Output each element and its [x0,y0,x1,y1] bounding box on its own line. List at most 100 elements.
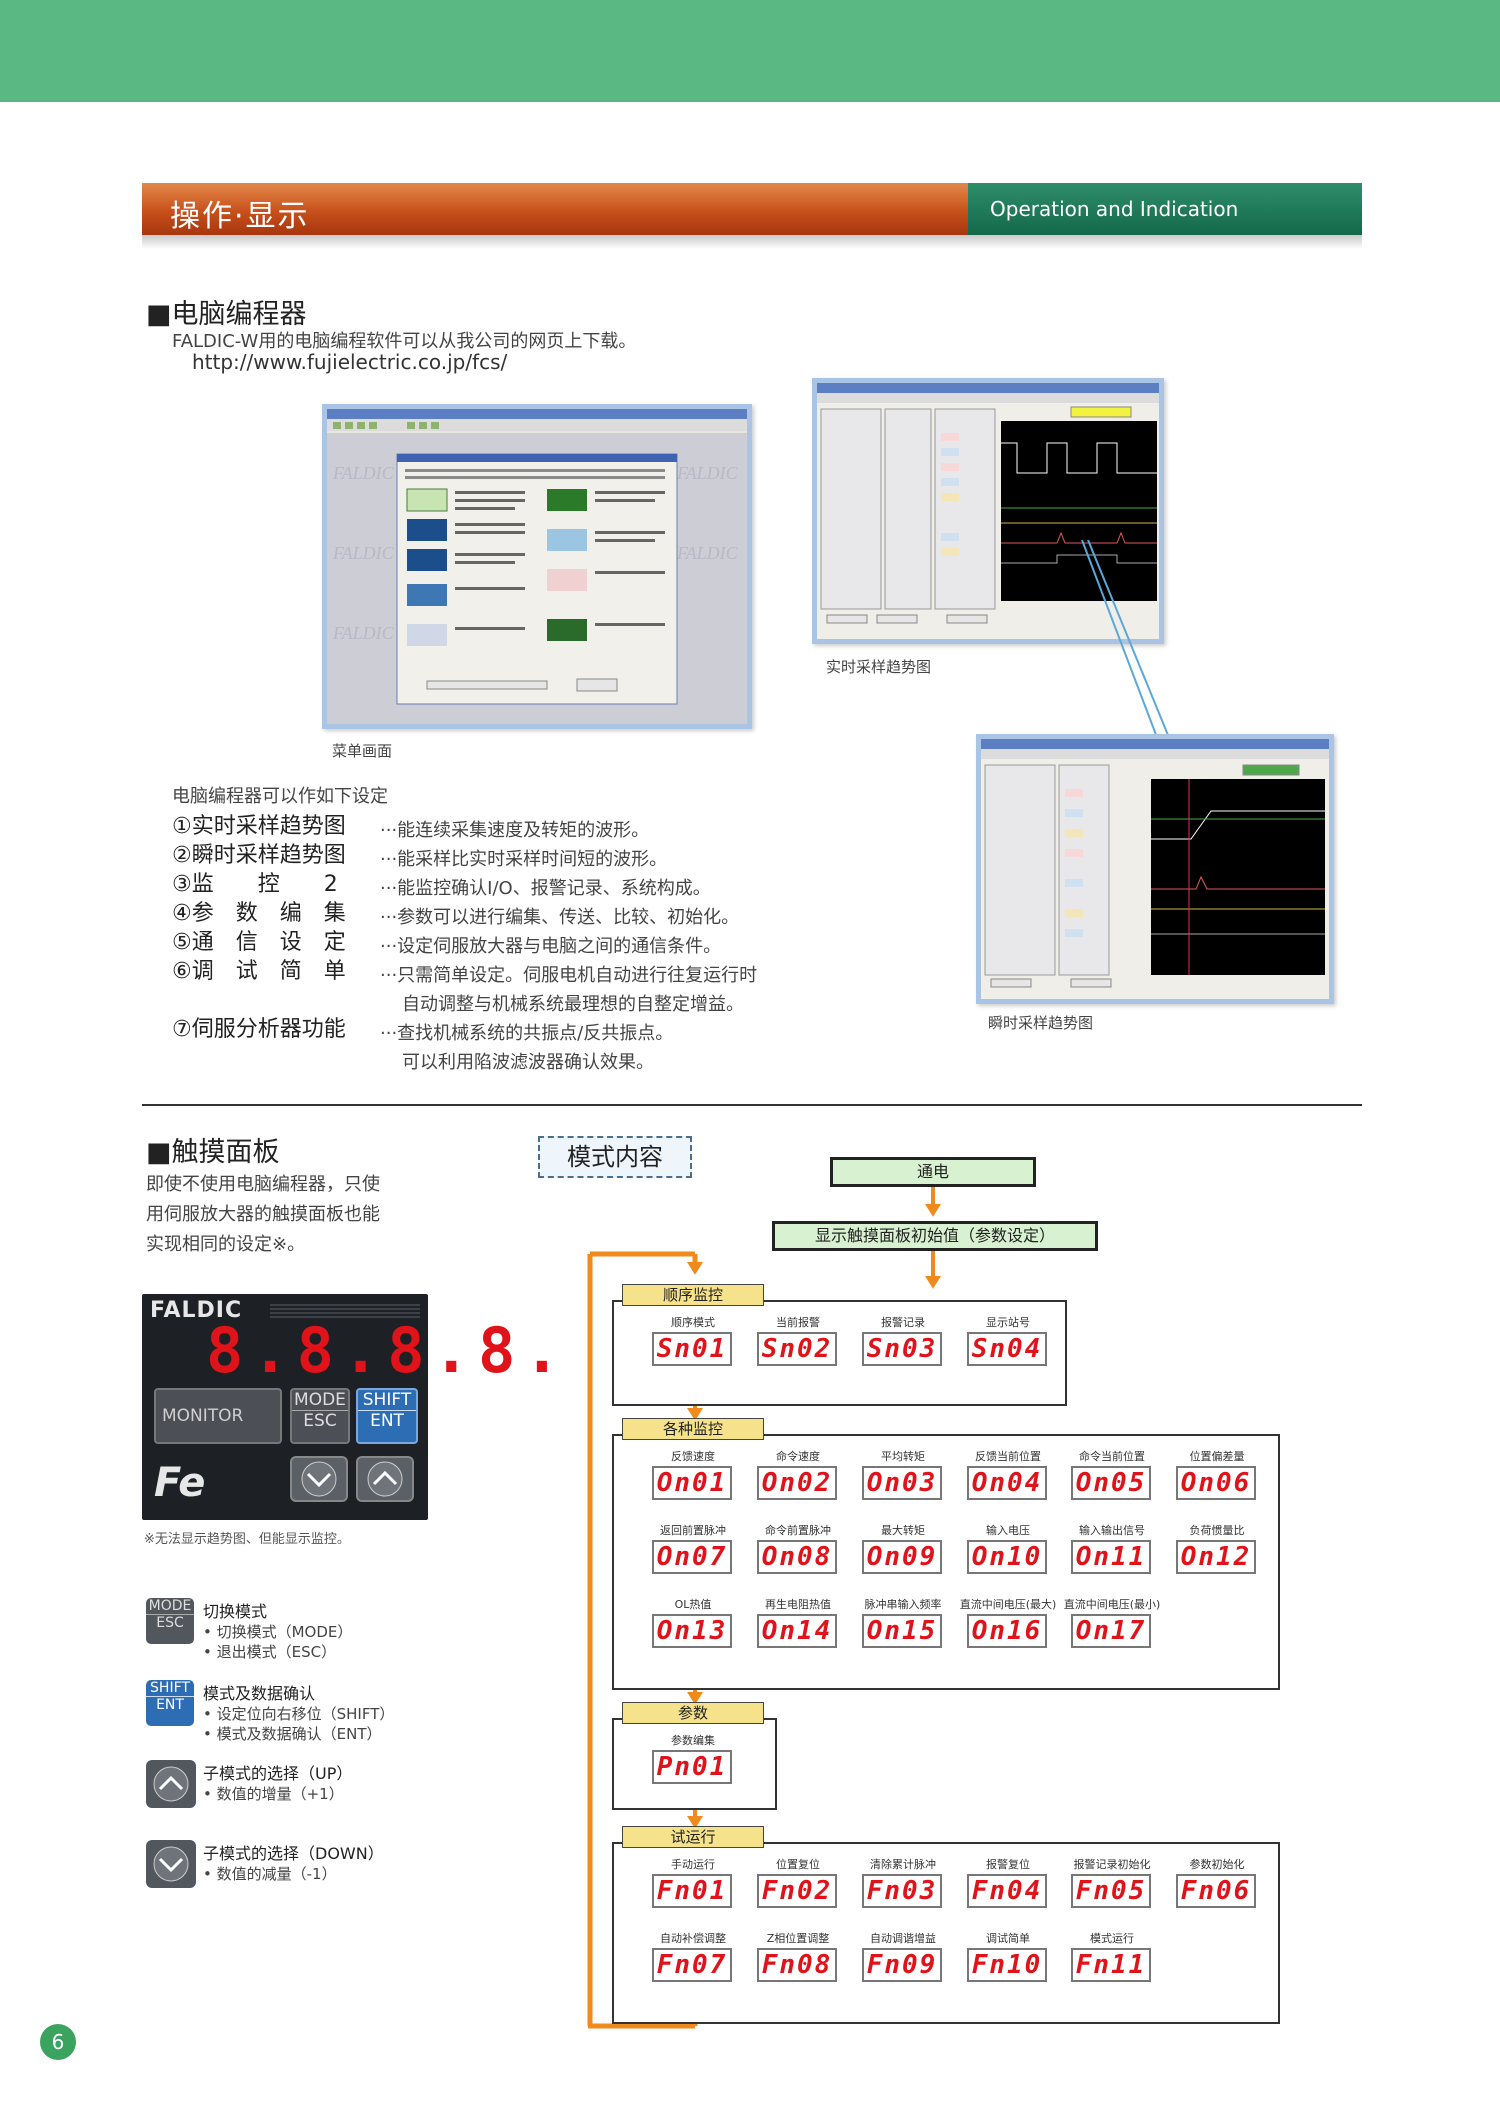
mode-caption: 参数编集 [671,1734,715,1747]
mode-caption: 参数初始化 [1189,1858,1245,1871]
realtime-trend-drawing [817,393,1159,639]
esc-key-label: ESC [146,1614,194,1631]
arrow-head-icon [687,1816,703,1829]
window-body [817,393,1159,639]
header-shadow [142,235,1362,249]
panel-brand: FALDIC [150,1298,243,1323]
mode-display: Sn04 [967,1332,1047,1366]
shift-label: SHIFT [362,1390,412,1410]
mode-display: Fn01 [652,1874,732,1908]
mode-group-tag: 参数 [622,1702,764,1724]
window-titlebar [817,383,1159,393]
mode-caption: 报警复位 [986,1858,1030,1871]
mode-group-tag: 试运行 [622,1826,764,1848]
feature-list: ①实时采样趋势图 ···能连续采集速度及转矩的波形。 ②瞬时采样趋势图 ···能采样比… [172,812,872,1073]
mode-display: On01 [652,1466,732,1500]
arrow-head-icon [734,1916,744,1928]
feature-intro: 电脑编程器可以作如下设定 [172,786,388,807]
feature-row: ⑥调 试 简 单···只需简单设定。伺服电机自动进行往复运行时 [172,957,872,986]
feature-name: ④参 数 编 集 [172,901,346,926]
mode-display: On04 [967,1466,1047,1500]
ent-key-label: ENT [146,1696,194,1713]
mode-caption: 报警记录 [881,1316,925,1329]
arrow-head-icon [687,1262,703,1275]
feature-desc: ···只需简单设定。伺服电机自动进行往复运行时 [380,965,758,986]
feature-name: ②瞬时采样趋势图 [172,843,346,868]
mode-caption: 自动调谐增益 [870,1932,936,1945]
fe-logo: Fe [154,1460,206,1506]
mode-esc-button[interactable]: MODE ESC [290,1388,350,1444]
mode-caption: 输入输出信号 [1079,1524,1145,1537]
arrow-head-icon [925,1276,941,1289]
feature-desc: ···查找机械系统的共振点/反共振点。 [380,1023,674,1044]
feature-desc: ···参数可以进行编集、传送、比较、初始化。 [380,907,740,928]
mode-display: On11 [1071,1540,1151,1574]
mode-display: On07 [652,1540,732,1574]
mode-display: On08 [757,1540,837,1574]
window-titlebar [327,409,747,419]
mode-caption: 平均转矩 [881,1450,925,1463]
mode-caption: 输入电压 [986,1524,1030,1537]
mode-caption: 脉冲串输入频率 [864,1598,942,1611]
mode-display: Sn02 [757,1332,837,1366]
mode-display: Fn04 [967,1874,1047,1908]
mode-display: Fn06 [1176,1874,1256,1908]
section-header: 操作·显示 Operation and Indication [142,183,1362,235]
caption-realtime: 实时采样趋势图 [826,658,932,676]
feature-row: ①实时采样趋势图 ···能连续采集速度及转矩的波形。 [172,812,872,841]
mode-key-label: MODE [148,1598,192,1614]
pc-programmer-title: ■电脑编程器 [146,299,307,330]
mode-display: On03 [862,1466,942,1500]
mode-display: On15 [862,1614,942,1648]
mode-content-label: 模式内容 [538,1136,692,1178]
feature-name: ①实时采样趋势图 [172,814,346,839]
mode-caption: 当前报警 [776,1316,820,1329]
feature-desc: ···能连续采集速度及转矩的波形。 [380,820,650,841]
mode-caption: 最大转矩 [881,1524,925,1537]
mode-group-box [612,1842,1280,2024]
feature-row: ②瞬时采样趋势图 ···能采样比实时采样时间短的波形。 [172,841,872,870]
mode-display: On14 [757,1614,837,1648]
feature-desc: ···能采样比实时采样时间短的波形。 [380,849,668,870]
down-button[interactable] [290,1456,348,1502]
mode-display: Fn02 [757,1874,837,1908]
mode-display: On05 [1071,1466,1151,1500]
touch-panel-title: ■触摸面板 [146,1137,280,1168]
arrow-head-icon [734,1656,744,1668]
mode-caption: Z相位置调整 [766,1932,830,1945]
up-button[interactable] [356,1456,414,1502]
shift-ent-button[interactable]: SHIFT ENT [356,1388,418,1444]
feature-desc: 自动调整与机械系统最理想的自整定增益。 [402,994,744,1015]
svg-text:FALDIC: FALDIC [676,463,739,483]
arrow-head-icon [687,1692,703,1705]
touch-panel-photo: FALDIC 8.8.8.8. MONITOR MODE ESC SHIFT E… [142,1294,561,1520]
header-title-en: Operation and Indication [990,197,1239,221]
esc-label: ESC [292,1410,348,1431]
mode-caption: 位置复位 [776,1858,820,1871]
up-arrow-icon [367,1461,403,1497]
zoom-connector [1081,540,1171,740]
initial-display-box: 显示触摸面板初始值（参数设定） [772,1221,1098,1251]
arrow-head-icon [642,1626,652,1638]
mode-caption: 命令当前位置 [1079,1450,1145,1463]
mode-group-tag: 各种监控 [622,1418,764,1440]
monitor-button[interactable]: MONITOR [154,1388,282,1444]
mode-caption: 命令前置脉冲 [765,1524,831,1537]
mode-display: On09 [862,1540,942,1574]
mode-caption: 手动运行 [671,1858,715,1871]
mode-caption: 调试简单 [986,1932,1030,1945]
mode-caption: 命令速度 [776,1450,820,1463]
svg-text:FALDIC: FALDIC [676,543,739,563]
arrow-head-icon [925,1204,941,1217]
pc-programmer-url[interactable]: http://www.fujielectric.co.jp/fcs/ [192,350,508,374]
window-titlebar [981,739,1329,749]
svg-text:FALDIC: FALDIC [332,623,395,643]
down-key-icon [146,1840,196,1888]
header-title-cn: 操作·显示 [170,199,310,234]
header-left: 操作·显示 [142,183,968,235]
mode-display: Sn03 [862,1332,942,1366]
panel-grille [270,1304,420,1318]
feature-row: 自动调整与机械系统最理想的自整定增益。 [172,986,872,1015]
monitor-label: MONITOR [162,1406,244,1426]
